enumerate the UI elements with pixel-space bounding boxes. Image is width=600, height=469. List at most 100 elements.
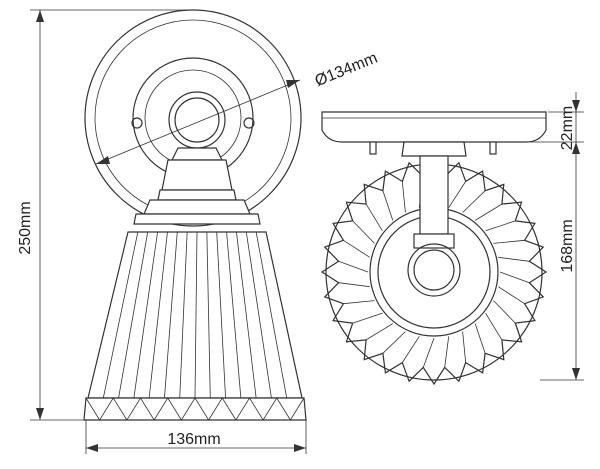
holder-collar: [171, 147, 223, 161]
side-facet-line: [493, 300, 516, 324]
shade-flute-line: [216, 231, 226, 399]
side-stem: [419, 155, 449, 235]
side-facet-line: [474, 203, 503, 221]
front-view: [83, 9, 307, 421]
side-facet-line: [499, 271, 530, 284]
side-facet-line: [493, 239, 525, 244]
side-facet-line: [352, 220, 375, 244]
side-facet-line: [382, 190, 394, 221]
side-facet-line: [401, 162, 410, 182]
shade-flute-line: [206, 231, 211, 399]
shade-flute-line: [133, 231, 158, 399]
screw-hole-right: [243, 117, 255, 129]
shade-flute-line: [236, 231, 257, 399]
side-facet-line: [448, 181, 467, 208]
dimension-diameter: [95, 79, 301, 165]
side-view: [320, 111, 548, 386]
side-facet-line: [524, 303, 536, 321]
side-facet-line: [401, 181, 406, 213]
side-facet-line: [501, 339, 505, 360]
crown-zigzag: [85, 397, 305, 421]
side-facet-line: [474, 323, 486, 354]
shade-gallery: [133, 213, 261, 225]
side-facet-line: [332, 223, 344, 241]
dim-height-label: 250mm: [17, 201, 34, 254]
side-facet-line: [514, 322, 522, 342]
holder-flare: [143, 199, 251, 215]
side-facet-line: [324, 296, 344, 305]
back-plate-outer: [84, 9, 302, 227]
pin-left: [369, 141, 377, 155]
shade-flute-line: [102, 231, 139, 399]
plate-side-profile: [321, 111, 547, 143]
side-facet-line: [352, 312, 383, 324]
side-facet-line: [408, 367, 424, 382]
side-facet-line: [324, 246, 339, 262]
side-facet-line: [485, 220, 516, 232]
side-facet-line: [515, 220, 535, 224]
side-facet-line: [524, 239, 544, 248]
side-facet-line: [484, 184, 504, 192]
dimension-width: [85, 420, 307, 454]
side-facet-line: [529, 282, 544, 298]
side-facet-line: [498, 286, 525, 305]
side-facet-line: [462, 190, 486, 213]
side-facet-line: [346, 339, 367, 343]
side-facet-line: [433, 367, 446, 385]
shade-flute-line: [226, 231, 242, 399]
side-stem-collar: [413, 233, 455, 249]
bulb-ring-outer: [407, 243, 461, 297]
screw-hole-left: [131, 117, 143, 129]
side-facet-line: [364, 352, 384, 360]
side-facet-line: [485, 312, 503, 341]
shade-flute-line: [118, 231, 149, 399]
holder-band: [157, 189, 237, 201]
bulb-ring-inner: [413, 249, 455, 291]
side-facet-line: [465, 170, 483, 182]
shade-flute-line: [245, 231, 272, 399]
side-holder-top: [401, 141, 467, 157]
shade-flute-line: [255, 231, 288, 399]
side-facet-line: [363, 184, 367, 205]
dimension-plate-depth: [530, 92, 584, 154]
side-facet-line: [343, 239, 370, 258]
side-facet-line: [498, 256, 530, 262]
dim-plate-depth-label: 22mm: [559, 106, 576, 150]
side-facet-line: [422, 337, 435, 368]
side-facet-line: [321, 271, 339, 284]
shade-flute-line: [148, 231, 168, 399]
shade-flute-line: [179, 231, 188, 399]
socket-ring-outer: [168, 91, 226, 149]
side-facet-line: [338, 282, 370, 288]
side-facet-line: [458, 362, 467, 382]
side-facet-line: [444, 336, 450, 368]
dim-total-depth-label: 168mm: [559, 219, 576, 272]
side-facet-line: [343, 300, 375, 305]
dimension-total-depth: [540, 154, 584, 381]
side-facet-line: [382, 331, 406, 354]
side-facet-line: [365, 323, 394, 341]
dim-diameter-label: Ø134mm: [313, 50, 380, 90]
shade-flute-line: [164, 231, 178, 399]
side-facet-line: [462, 331, 467, 363]
side-facet-line: [338, 260, 369, 273]
socket-ring-inner: [174, 97, 220, 143]
shade-crown: [83, 397, 307, 421]
side-facet-line: [333, 320, 353, 324]
shade-flute-line: [194, 231, 198, 399]
holder-body: [161, 159, 233, 191]
dimension-height: [30, 9, 190, 421]
side-facet-line: [501, 201, 522, 205]
side-facet-line: [346, 202, 354, 222]
side-facet-line: [482, 353, 486, 373]
crown-zig-line: [85, 397, 305, 421]
side-facet-line: [385, 362, 403, 374]
dim-width-label: 136mm: [167, 431, 220, 448]
side-facet-line: [382, 171, 386, 191]
side-facet-line: [529, 260, 547, 273]
pin-right: [489, 141, 497, 155]
side-facet-line: [365, 203, 383, 232]
side-facet-line: [401, 336, 420, 363]
